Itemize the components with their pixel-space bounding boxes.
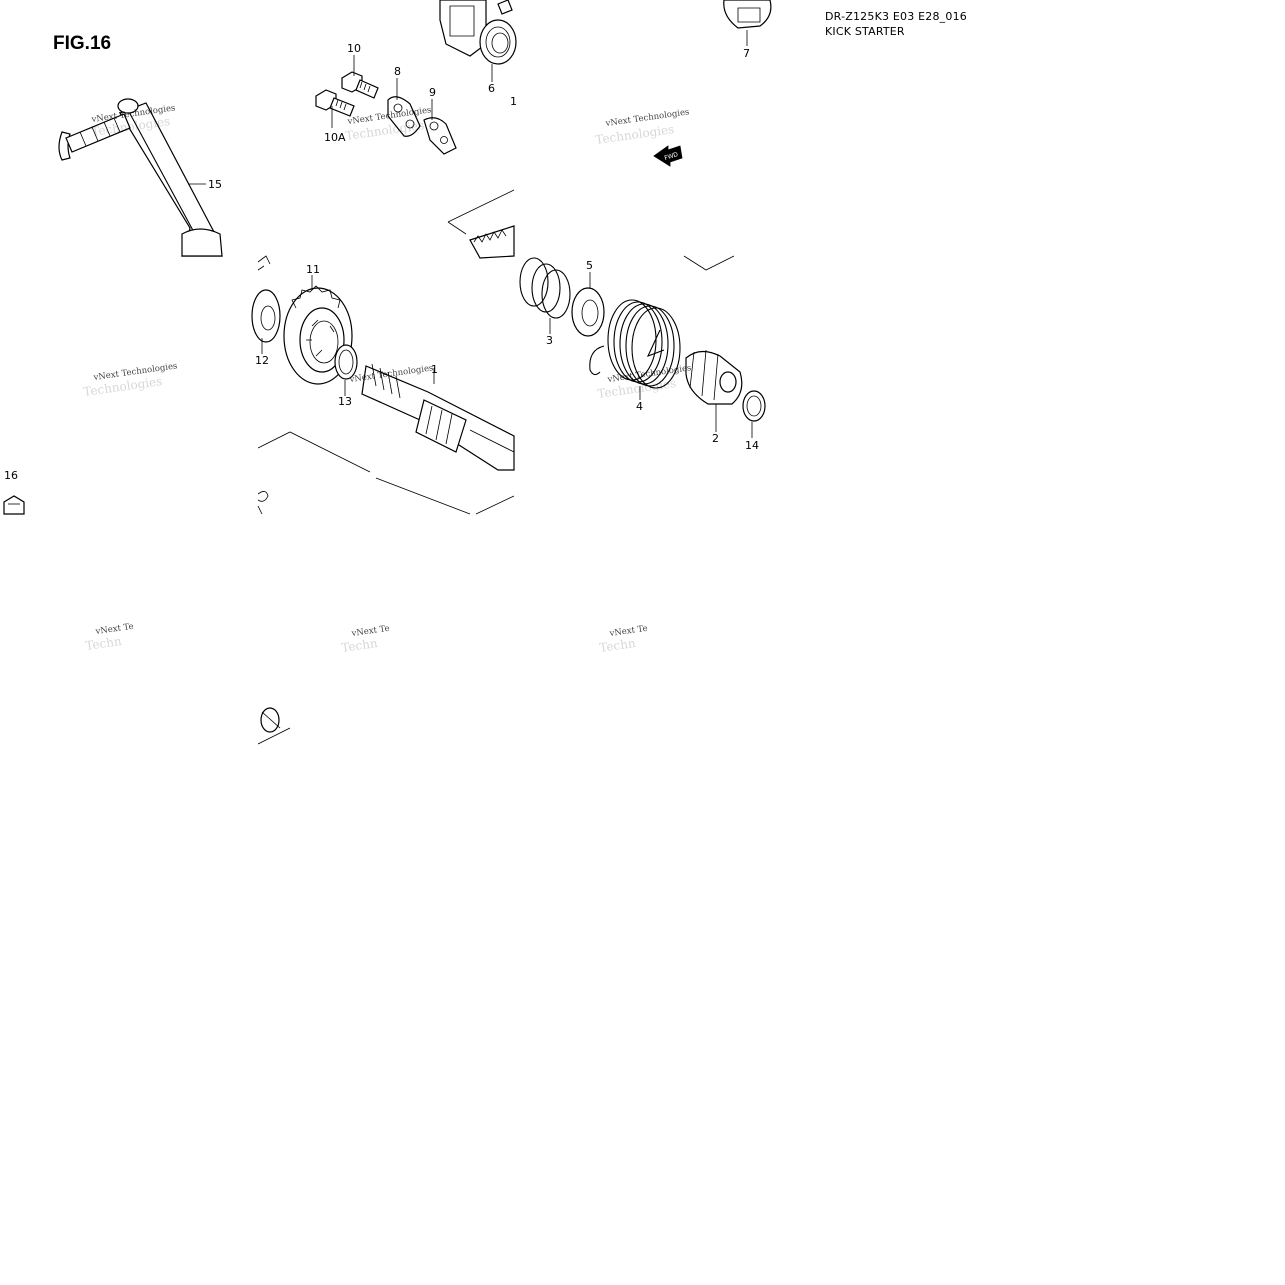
watermark-8b: Techn (340, 636, 378, 655)
callout-2: 2 (712, 432, 719, 445)
callout-7: 7 (743, 47, 750, 60)
watermark-7b: Techn (84, 634, 122, 653)
callout-1-shaft: 1 (431, 363, 438, 376)
callout-13: 13 (338, 395, 352, 408)
circlip-part-14 (742, 390, 766, 422)
fwd-arrow-icon: FWD (653, 145, 683, 167)
oil-seal-part-6 (479, 19, 517, 65)
callout-1-top: 1 (510, 95, 517, 108)
gear-fragment-part-7 (723, 0, 772, 29)
circlip-part-13 (334, 344, 358, 380)
callout-10: 10 (347, 42, 361, 55)
kick-shaft-part-1 (361, 363, 515, 471)
callout-15: 15 (208, 178, 222, 191)
callout-9: 9 (429, 86, 436, 99)
callout-8: 8 (394, 65, 401, 78)
callout-14: 14 (745, 439, 759, 452)
kick-lever-part-15 (58, 98, 223, 257)
plate-part-9 (423, 117, 457, 155)
callout-6: 6 (488, 82, 495, 95)
callout-3: 3 (546, 334, 553, 347)
spring-part-3 (519, 257, 571, 319)
fwd-label: FWD (664, 151, 680, 162)
figure-label: FIG.16 (53, 33, 112, 54)
watermark-9b: Techn (598, 636, 636, 655)
case-fragment-top (439, 0, 513, 57)
callout-11: 11 (306, 263, 320, 276)
model-code: DR-Z125K3 E03 E28_016 (825, 10, 967, 23)
bolt-part-16 (3, 495, 25, 515)
section-title: KICK STARTER (825, 25, 905, 38)
callout-10a: 10A (324, 131, 346, 144)
bolt-part-10a (315, 89, 355, 117)
washer-part-5 (571, 287, 605, 337)
ratchet-bit-fragments (257, 491, 281, 733)
callout-labels: 10 8 9 10A 6 1 7 15 11 12 13 1 5 3 4 2 1… (4, 42, 759, 482)
callout-5: 5 (586, 259, 593, 272)
section-outline-lines (257, 189, 735, 745)
return-spring-part-4 (589, 299, 681, 389)
bolt-part-10 (341, 71, 379, 99)
callout-16: 16 (4, 469, 18, 482)
spring-guide-part-2 (685, 349, 743, 405)
washer-part-12 (251, 255, 281, 343)
callout-12: 12 (255, 354, 269, 367)
drive-gear-fragment (469, 225, 515, 259)
plate-part-8 (387, 96, 421, 137)
callout-leader-lines (188, 30, 753, 438)
callout-4: 4 (636, 400, 643, 413)
